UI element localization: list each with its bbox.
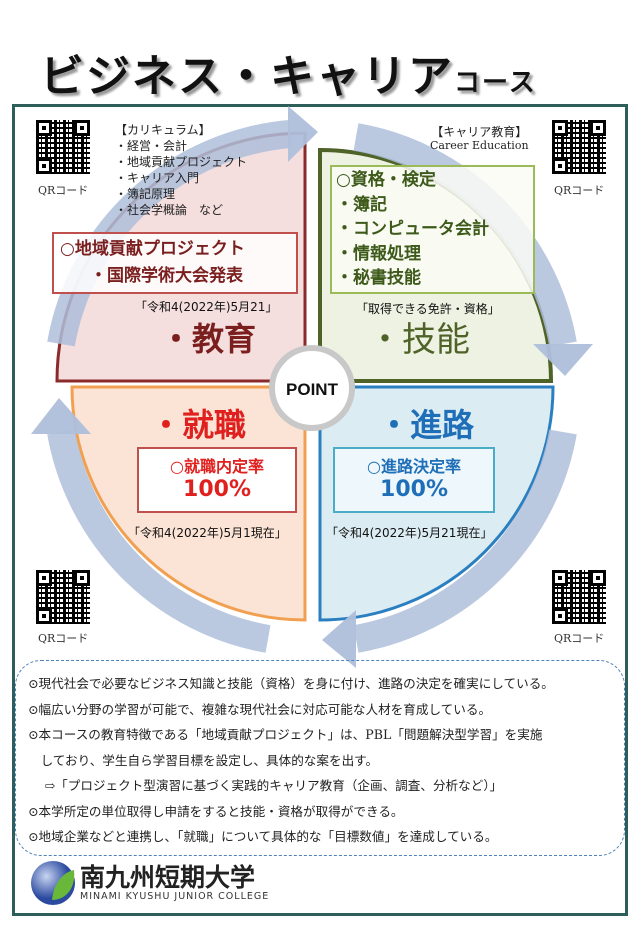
curriculum-item: ・地域貢献プロジェクト xyxy=(115,155,248,169)
curriculum-item: ・社会学概論 など xyxy=(115,203,224,217)
employment-box: ○就職内定率 100% xyxy=(137,447,297,513)
curriculum-item: ・経営・会計 xyxy=(115,139,188,153)
skills-box: ○資格・検定 ・簿記 ・コンピュータ会計 ・情報処理 ・秘書技能 xyxy=(330,165,535,294)
note-item: ⊙本学所定の単位取得し申請をすると技能・資格が取得ができる。 xyxy=(28,803,404,819)
feature-notes: ⊙現代社会で必要なビジネス知識と技能（資格）を身に付け、進路の決定を確実にしてい… xyxy=(15,660,625,856)
arrowhead-up xyxy=(31,398,91,434)
college-english-name: MINAMI KYUSHU JUNIOR COLLEGE xyxy=(80,891,270,902)
career-path-box: ○進路決定率 100% xyxy=(333,447,495,513)
education-box: ○地域貢献プロジェクト ・国際学術大会発表 xyxy=(52,232,298,294)
career-path-date: 「令和4(2022年)5月21現在」 xyxy=(326,526,493,540)
skills-line: ○資格・検定 xyxy=(336,170,436,190)
career-heading: 【キャリア教育】 xyxy=(431,125,528,139)
college-logo-icon xyxy=(31,861,75,905)
cycle-arrow-4 xyxy=(47,429,271,653)
skills-caption: 「取得できる免許・資格」 xyxy=(356,302,500,316)
qr-code-icon[interactable] xyxy=(552,120,606,174)
career-path-label: ・進路 xyxy=(378,406,475,444)
qr-code-icon[interactable] xyxy=(36,120,90,174)
qr-code-icon[interactable] xyxy=(36,570,90,624)
education-date: 「令和4(2022年)5月21」 xyxy=(135,300,278,314)
title-suffix: コース xyxy=(454,68,537,98)
note-item: ⇨「プロジェクト型演習に基づく実践的キャリア教育（企画、調査、分析など）」 xyxy=(28,778,503,793)
qr-label: QRコード xyxy=(38,632,89,645)
arrowhead-right xyxy=(288,106,318,162)
content-frame xyxy=(12,104,628,916)
career-path-rate-title: ○進路決定率 xyxy=(367,457,461,476)
skills-line: ・コンピュータ会計 xyxy=(336,219,489,239)
title-main: ビジネス・キャリア xyxy=(40,51,454,102)
education-label: ・教育 xyxy=(160,320,257,358)
qr-label: QRコード xyxy=(38,184,89,197)
page-title: ビジネス・キャリアコース xyxy=(40,40,537,104)
college-name: 南九州短期大学 xyxy=(80,863,256,892)
education-line: ・国際学術大会発表 xyxy=(90,266,243,286)
employment-label: ・就職 xyxy=(150,406,247,444)
arrowhead-left xyxy=(322,610,356,668)
skills-line: ・情報処理 xyxy=(336,243,421,264)
career-subheading: Career Education xyxy=(430,139,529,152)
employment-rate-value: 100% xyxy=(183,477,251,502)
qr-code-icon[interactable] xyxy=(552,570,606,624)
skills-line: ・簿記 xyxy=(336,194,387,215)
qr-label: QRコード xyxy=(554,184,605,197)
note-item: ⊙幅広い分野の学習が可能で、複雑な現代社会に対応可能な人材を育成している。 xyxy=(28,701,492,717)
curriculum-heading: 【カリキュラム】 xyxy=(115,123,211,137)
skills-label: ・技能 xyxy=(368,320,470,360)
curriculum-list: 【カリキュラム】 ・経営・会計 ・地域貢献プロジェクト ・キャリア入門 ・簿記原… xyxy=(115,122,247,218)
note-item: ⊙現代社会で必要なビジネス知識と技能（資格）を身に付け、進路の決定を確実にしてい… xyxy=(28,676,554,691)
education-line: ○地域貢献プロジェクト xyxy=(60,239,245,259)
center-point-label: POINT xyxy=(286,380,339,399)
qr-label: QRコード xyxy=(554,632,605,645)
cycle-arrow-3 xyxy=(353,429,577,653)
arrowhead-down xyxy=(533,344,593,376)
cycle-arrow-1 xyxy=(47,120,292,347)
employment-date: 「令和4(2022年)5月1現在」 xyxy=(128,526,287,540)
curriculum-item: ・簿記原理 xyxy=(115,187,176,201)
curriculum-item: ・キャリア入門 xyxy=(115,171,200,185)
employment-rate-title: ○就職内定率 xyxy=(170,457,264,476)
career-path-rate-value: 100% xyxy=(380,477,448,502)
career-education-heading: 【キャリア教育】 Career Education xyxy=(430,124,529,152)
note-item: しており、学生自ら学習目標を設定し、具体的な案を出す。 xyxy=(28,752,379,768)
college-logo: 南九州短期大学 MINAMI KYUSHU JUNIOR COLLEGE xyxy=(30,858,280,908)
skills-line: ・秘書技能 xyxy=(336,268,421,288)
note-item: ⊙地域企業などと連携し、「就職」について具体的な「目標数値」を達成している。 xyxy=(28,829,498,844)
note-item: ⊙本コースの教育特徴である「地域貢献プロジェクト」は、PBL「問題解決型学習」を… xyxy=(28,727,543,742)
